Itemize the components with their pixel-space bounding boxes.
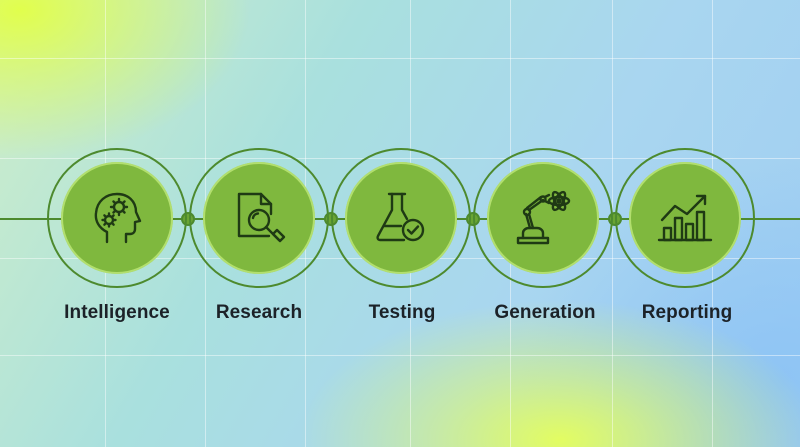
document-magnifier-icon <box>237 192 286 243</box>
step-disc <box>203 162 315 274</box>
step-ring <box>473 148 613 288</box>
bar-chart-growth-icon <box>657 194 713 242</box>
step-ring <box>615 148 755 288</box>
step-disc <box>61 162 173 274</box>
step-label-testing: Testing <box>368 302 436 323</box>
step-disc <box>345 162 457 274</box>
step-reporting <box>615 148 755 288</box>
step-label-research: Research <box>215 302 303 323</box>
step-disc <box>487 162 599 274</box>
step-testing <box>331 148 471 288</box>
step-label-generation: Generation <box>494 302 596 323</box>
step-label-reporting: Reporting <box>641 302 733 323</box>
step-generation <box>473 148 613 288</box>
flask-check-icon <box>376 192 425 242</box>
step-research <box>189 148 329 288</box>
head-gears-icon <box>94 192 142 244</box>
step-ring <box>47 148 187 288</box>
step-disc <box>629 162 741 274</box>
step-ring <box>331 148 471 288</box>
step-label-intelligence: Intelligence <box>64 302 170 323</box>
robot-arm-atom-icon <box>516 190 571 245</box>
step-intelligence <box>47 148 187 288</box>
step-ring <box>189 148 329 288</box>
